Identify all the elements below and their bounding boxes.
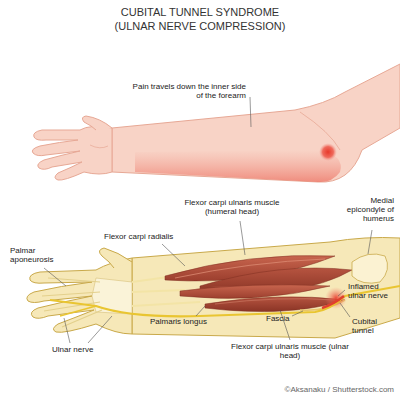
watermark: ©Aksanaku / Shutterstock.com xyxy=(230,385,394,394)
diagram-title: CUBITAL TUNNEL SYNDROME (ULNAR NERVE COM… xyxy=(110,6,290,34)
part-label: Medial epicondyle of humerus xyxy=(330,196,394,224)
part-label: Palmar aponeurosis xyxy=(10,246,62,264)
forearm-anatomy xyxy=(27,238,400,339)
part-label: Cubital tunnel xyxy=(352,317,396,335)
part-label: Flexor carpi ulnaris muscle (humeral hea… xyxy=(170,198,294,216)
part-label: Ulnar nerve xyxy=(52,345,112,354)
part-label: Palmaris longus xyxy=(150,317,220,326)
part-label: Fascia xyxy=(266,314,294,323)
part-label: Flexor carpi ulnaris muscle (ulnar head) xyxy=(226,342,354,360)
part-label: Pain travels down the inner side of the … xyxy=(128,82,246,100)
part-label: Flexor carpi radialis xyxy=(104,232,204,241)
leader-lines xyxy=(44,97,372,343)
skin-arm xyxy=(32,64,400,182)
part-label: Inflamed ulnar nerve xyxy=(348,282,396,300)
